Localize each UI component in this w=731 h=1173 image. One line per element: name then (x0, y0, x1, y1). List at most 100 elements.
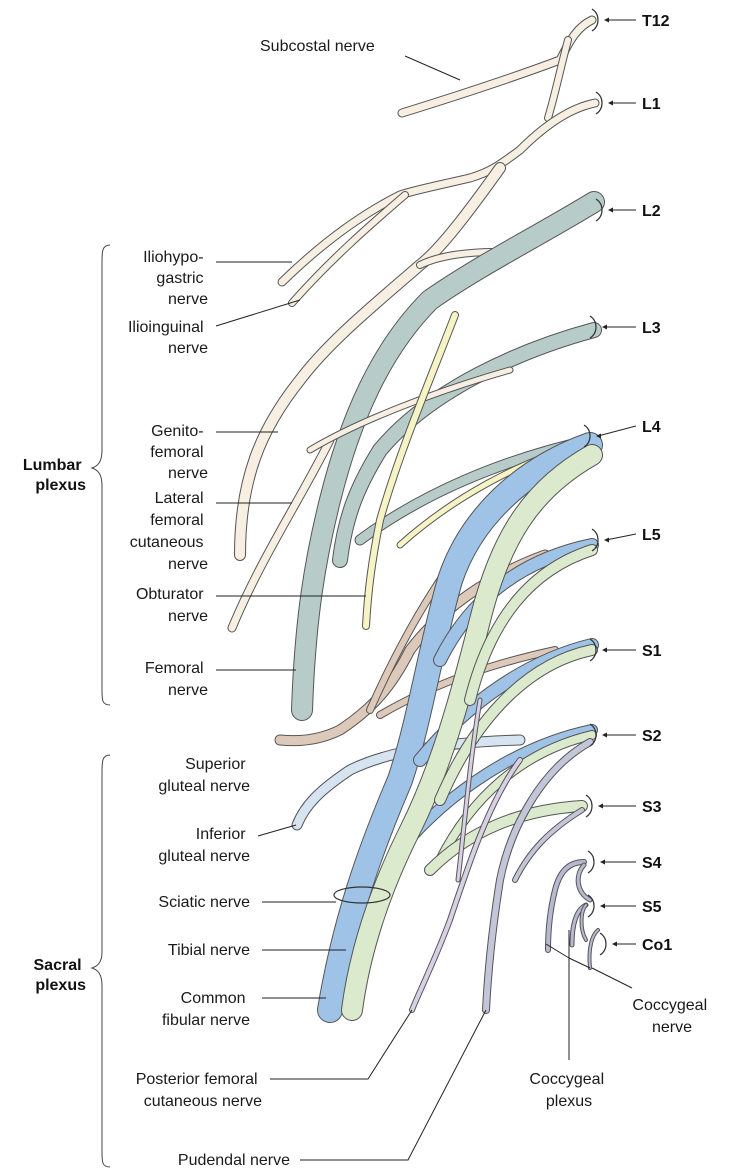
segment-label-s3: S3 (642, 799, 662, 816)
sacral-plexus-label-line: plexus (35, 977, 86, 994)
segment-label-s1: S1 (642, 643, 662, 660)
coccygeal-band (545, 859, 600, 970)
lateral-femoral-cutaneous-nerve-label: Lateral femoral cutaneous nerve (130, 490, 208, 573)
segment-bracket-l5 (591, 528, 599, 552)
segment-arrow-s2 (602, 732, 607, 738)
fibular-band (341, 444, 603, 1021)
segment-bracket-co1 (599, 932, 607, 956)
lateral-femoral-cutaneous-nerve-label-line: cutaneous (130, 534, 204, 551)
subcostal-nerve-leader (404, 55, 461, 81)
obturator-nerve-label-line: Obturator (136, 586, 204, 603)
segment-bracket-s1 (589, 638, 597, 662)
iliohypogastric-nerve-label-line: Iliohypo- (143, 249, 203, 266)
posterior-femoral-cutaneous-nerve-label-line: Posterior femoral (136, 1071, 258, 1088)
segment-bracket-l4 (583, 424, 591, 448)
sacral-plexus-label-line: Sacral (34, 957, 82, 974)
femoral-nerve-label-line: nerve (168, 682, 208, 699)
sacral-plexus-brace (90, 754, 111, 1168)
segment-label-s4: S4 (642, 855, 662, 872)
subcostal-nerve-label-line: Subcostal nerve (260, 38, 375, 55)
ilioinguinal-nerve-leader (215, 299, 301, 327)
tibial-nerve-label: Tibial nerve (168, 942, 250, 959)
iliohypogastric-nerve-label-line: nerve (168, 291, 208, 308)
posterior-femoral-cutaneous-nerve-label-line: cutaneous nerve (144, 1093, 262, 1110)
obturator-nerve-label: Obturator nerve (136, 586, 208, 625)
segment-label-l3: L3 (642, 320, 661, 337)
segment-bracket-s4 (587, 850, 595, 874)
segment-arrow-s3 (598, 803, 603, 809)
segment-arrow-s4 (600, 859, 605, 865)
pudendal-nerve-leader (300, 1009, 487, 1161)
tibial-band (317, 432, 603, 1023)
femoral-nerve-label: Femoral nerve (145, 660, 208, 699)
genitofemoral-band (306, 366, 514, 454)
posterior-femoral-cutaneous-nerve-leader (270, 1009, 413, 1080)
tibial-nerve-label-line: Tibial nerve (168, 942, 250, 959)
segment-arrow-co1 (612, 941, 617, 947)
femoral-nerve-label-line: Femoral (145, 660, 204, 677)
subcostal-nerve-label: Subcostal nerve (260, 38, 375, 55)
common-fibular-nerve-label-line: fibular nerve (162, 1012, 250, 1029)
segment-bracket-s3 (585, 794, 593, 818)
sciatic-nerve-label: Sciatic nerve (158, 894, 250, 911)
segment-bracket-l3 (589, 315, 597, 339)
genitofemoral-nerve-label-line: nerve (168, 465, 208, 482)
coccygeal-plexus-label-line: Coccygeal (529, 1071, 604, 1088)
segment-label-t12: T12 (642, 13, 670, 30)
segment-pointer-l4 (597, 425, 637, 437)
coccygeal-plexus-label-line: plexus (546, 1093, 592, 1110)
superior-gluteal-nerve-label-line: Superior (185, 756, 246, 773)
nerve-labels: Subcostal nerve Iliohypo- gastric nerve … (128, 38, 711, 1169)
posterior-cutaneous-band (409, 697, 523, 1013)
segment-arrow-t12 (604, 17, 609, 23)
coccygeal-nerve-label-line: Coccygeal (632, 997, 707, 1014)
segment-label-l5: L5 (642, 527, 661, 544)
obturator-nerve-label-line: nerve (168, 608, 208, 625)
inferior-gluteal-nerve-leader (257, 824, 297, 837)
segment-label-co1: Co1 (642, 937, 672, 954)
lateral-femoral-cutaneous-nerve-label-line: nerve (168, 556, 208, 573)
posterior-femoral-cutaneous-nerve-label: Posterior femoral cutaneous nerve (136, 1071, 262, 1110)
lumbar-plexus-label-line: plexus (35, 477, 86, 494)
coccygeal-nerve-label-line: nerve (652, 1019, 692, 1036)
segment-arrow-l2 (608, 207, 613, 213)
segment-arrow-l4 (596, 433, 601, 439)
iliohypogastric-nerve-label-line: gastric (156, 270, 203, 287)
inferior-gluteal-nerve-label-line: Inferior (196, 826, 246, 843)
sacral-plexus-label: Sacral plexus (34, 957, 87, 994)
ilioinguinal-nerve-label-line: nerve (168, 340, 208, 357)
pudendal-band (482, 738, 594, 1014)
coccygeal-nerve-leader (591, 967, 633, 989)
coccygeal-plexus-label: Coccygeal plexus (529, 1071, 608, 1110)
genitofemoral-nerve-label-line: Genito- (151, 423, 203, 440)
common-fibular-nerve-label: Common fibular nerve (162, 990, 250, 1029)
segment-bracket-l1 (595, 91, 603, 115)
segment-label-s2: S2 (642, 728, 662, 745)
segment-arrow-l5 (604, 537, 609, 543)
inferior-gluteal-nerve-label-line: gluteal nerve (158, 848, 250, 865)
segment-arrow-l3 (602, 324, 607, 330)
segment-pointer-l5 (605, 533, 637, 541)
superior-gluteal-nerve-label-line: gluteal nerve (158, 778, 250, 795)
segment-bracket-s5 (587, 894, 595, 918)
segment-label-s5: S5 (642, 899, 662, 916)
superior-gluteal-nerve-label: Superior gluteal nerve (158, 756, 250, 795)
sciatic-nerve-label-line: Sciatic nerve (158, 894, 250, 911)
pudendal-nerve-label-line: Pudendal nerve (178, 1152, 290, 1169)
common-fibular-nerve-label-line: Common (181, 990, 246, 1007)
segment-bracket-l2 (595, 198, 603, 222)
segment-arrow-s5 (600, 903, 605, 909)
coccygeal-nerve-label: Coccygeal nerve (632, 997, 711, 1036)
lumbar-plexus-label: Lumbar plexus (23, 457, 86, 494)
sciatic-nerve-sheath (333, 886, 391, 904)
ilioinguinal-nerve-label: Ilioinguinal nerve (128, 319, 208, 357)
segment-label-l4: L4 (642, 419, 661, 436)
segment-label-l1: L1 (642, 96, 661, 113)
coccygeal-plexus-leader (545, 930, 591, 1060)
lumbar-plexus-brace (90, 244, 111, 706)
segment-label-l2: L2 (642, 203, 661, 220)
segment-bracket-t12 (591, 8, 599, 32)
